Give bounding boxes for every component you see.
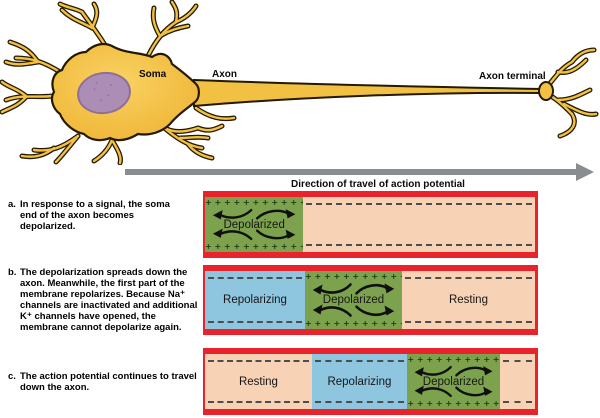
membrane-dash-line	[405, 321, 532, 323]
membrane-segment-repolarizing: Repolarizing	[311, 354, 407, 409]
segment-label: Depolarized	[223, 218, 285, 231]
panel-caption: b. The depolarization spreads down the a…	[8, 267, 206, 333]
membrane-segment-resting: Resting	[205, 354, 312, 409]
dendrites-fill	[0, 0, 598, 165]
nucleus	[77, 71, 131, 115]
soma-label: Soma	[139, 69, 167, 80]
positive-charge-row: + + + + + + + + + + +	[205, 242, 304, 251]
membrane-dash-line	[306, 203, 532, 205]
membrane-dash-line	[208, 360, 309, 362]
panel-letter: c.	[8, 371, 16, 382]
charge-spread-arrows-icon	[414, 365, 493, 398]
charge-spread-arrows-icon	[312, 283, 395, 317]
panel-letter: a.	[8, 199, 16, 210]
panel-letter: b.	[8, 267, 17, 278]
direction-arrow-label: Direction of travel of action potential	[291, 179, 465, 190]
axon-shape	[193, 78, 545, 108]
membrane-segment-depolarized: + + + + + + + + + + + Depolarized + + + + …	[205, 197, 304, 252]
positive-charge-row: + + + + + + + + + + +	[205, 198, 304, 207]
panel-caption: a. In response to a signal, the soma end…	[8, 199, 176, 232]
direction-arrow-head-icon	[576, 163, 594, 181]
segment-label: Depolarized	[322, 294, 385, 306]
membrane-dash-line	[208, 277, 302, 279]
membrane-dash-line	[314, 401, 404, 403]
membrane-segment-resting	[499, 354, 535, 409]
panel-caption-text: The depolarization spreads down the axon…	[20, 267, 198, 333]
positive-charge-row: + + + + + + + + + + +	[304, 272, 402, 281]
membrane-dash-line	[502, 360, 532, 362]
axon-membrane-diagram: Resting Repolarizing + + + + + + + + + + De…	[203, 348, 538, 415]
axon-terminal-label: Axon terminal	[479, 71, 546, 82]
membrane-segment-resting: Resting	[402, 271, 535, 329]
axon-membrane-diagram: Repolarizing + + + + + + + + + + + Depolar…	[203, 265, 538, 335]
positive-charge-row: + + + + + + + + + +	[407, 399, 500, 408]
axon-label: Axon	[212, 69, 237, 80]
direction-arrow-shaft	[125, 169, 577, 175]
membrane-dash-line	[502, 401, 532, 403]
membrane-segment-depolarized: + + + + + + + + + + Depolarized + + + + + …	[406, 354, 500, 409]
membrane-segment-repolarizing: Repolarizing	[205, 271, 305, 329]
panel-caption-text: The action potential continues to travel…	[20, 371, 197, 393]
segment-label: Repolarizing	[327, 375, 392, 388]
membrane-dash-line	[405, 277, 532, 279]
positive-charge-row: + + + + + + + + + +	[407, 355, 500, 364]
neuron-illustration	[0, 0, 599, 165]
segment-label: Repolarizing	[223, 294, 287, 306]
axon-terminal-junction	[538, 81, 554, 101]
membrane-segment-depolarized: + + + + + + + + + + + Depolarized + + + + …	[304, 271, 402, 329]
membrane-dash-line	[208, 401, 309, 403]
segment-label: Resting	[238, 375, 278, 388]
axon-membrane-diagram: + + + + + + + + + + + Depolarized + + + + …	[203, 191, 538, 258]
positive-charge-row: + + + + + + + + + + +	[304, 319, 402, 328]
membrane-dash-line	[306, 244, 532, 246]
segment-label: Resting	[448, 294, 488, 306]
membrane-segment-resting	[303, 197, 535, 252]
panel-caption: c. The action potential continues to tra…	[8, 371, 198, 393]
membrane-dash-line	[208, 321, 302, 323]
panel-caption-text: In response to a signal, the soma end of…	[20, 199, 170, 232]
segment-label: Depolarized	[422, 375, 485, 388]
charge-spread-arrows-icon	[212, 208, 296, 241]
membrane-dash-line	[314, 360, 404, 362]
